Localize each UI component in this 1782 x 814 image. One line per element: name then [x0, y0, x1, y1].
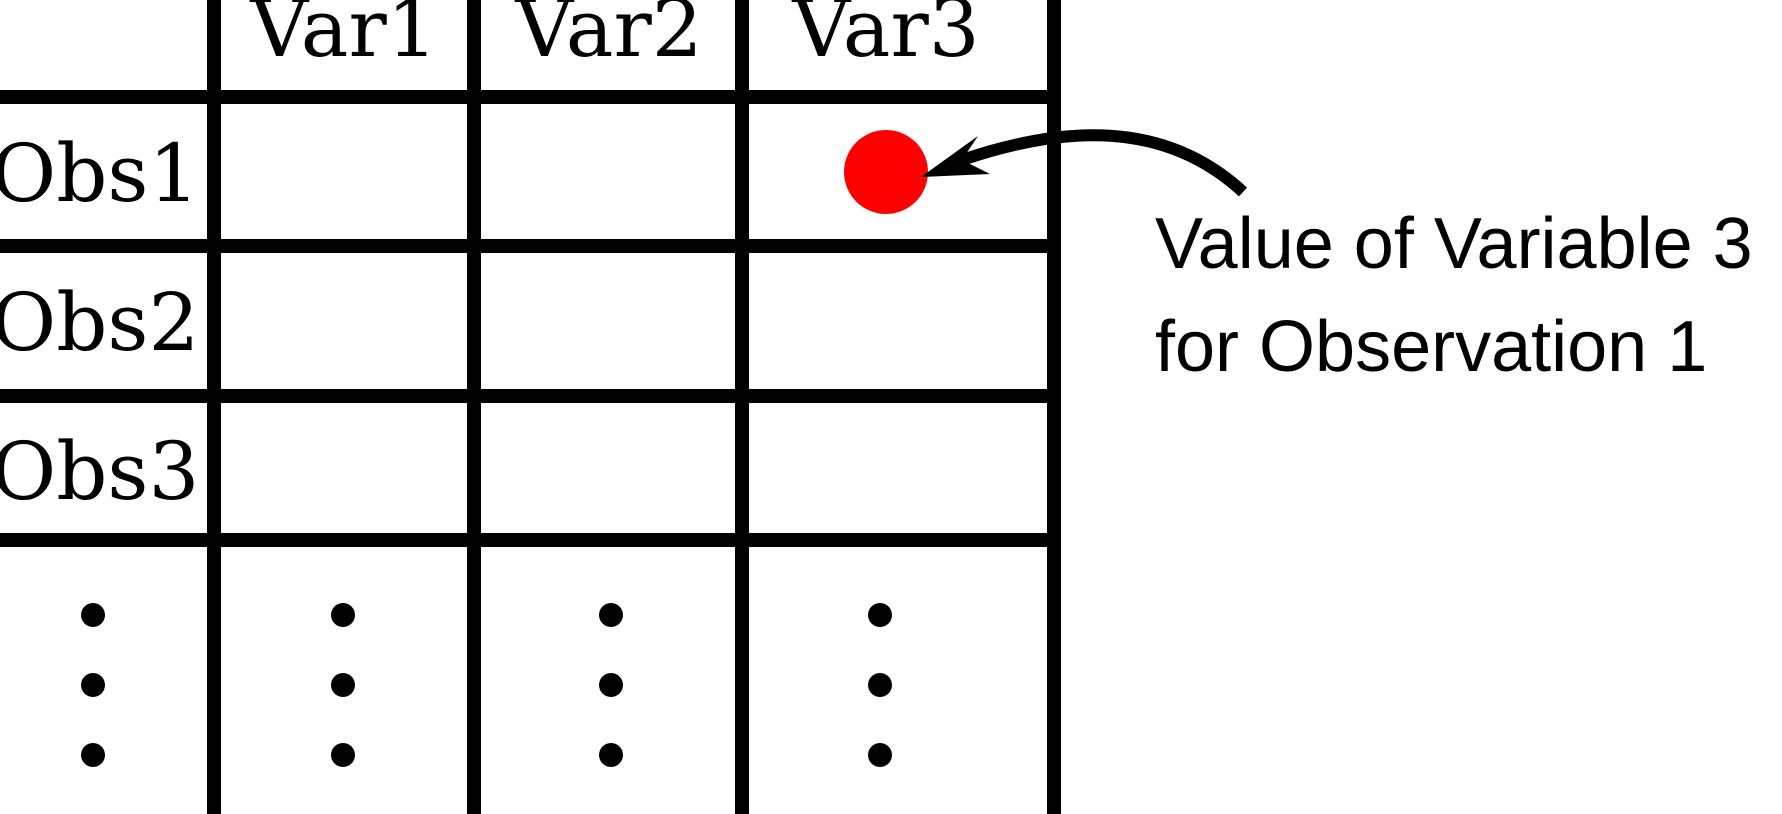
annotation-line-2: for Observation 1: [1155, 307, 1707, 387]
column-header-var3: Var3: [791, 0, 979, 75]
continuation-dots: [81, 603, 892, 767]
annotation-arrow: [921, 129, 1248, 197]
vertical-ellipsis-icon: [81, 603, 105, 767]
row-header-obs3: Obs3: [0, 425, 199, 518]
row-headers: Obs1 Obs2 Obs3: [0, 127, 199, 518]
column-headers: Var1 Var2 Var3: [249, 0, 979, 75]
highlighted-value-dot: [844, 130, 928, 214]
row-header-obs1: Obs1: [0, 127, 199, 220]
column-header-var1: Var1: [249, 0, 437, 75]
vertical-ellipsis-icon: [599, 603, 623, 767]
vertical-ellipsis-icon: [868, 603, 892, 767]
annotation-line-1: Value of Variable 3: [1155, 204, 1753, 284]
annotation-arrow-curve: [960, 129, 1248, 197]
row-header-obs2: Obs2: [0, 276, 199, 369]
column-header-var2: Var2: [514, 0, 702, 75]
vertical-ellipsis-icon: [331, 603, 355, 767]
arrowhead-icon: [921, 136, 990, 177]
annotation-text: Value of Variable 3 for Observation 1: [1155, 204, 1753, 387]
horizontal-grid-lines: [0, 90, 1047, 547]
